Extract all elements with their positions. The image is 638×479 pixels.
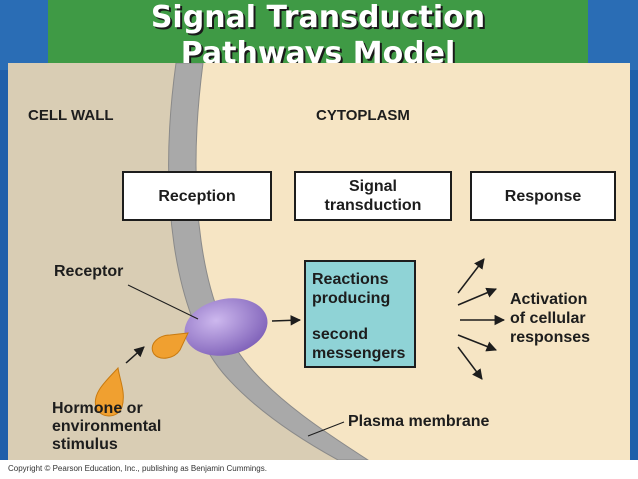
response-arrow-2 <box>457 287 497 306</box>
response-arrow-4 <box>457 334 497 352</box>
plasma-membrane-pointer <box>307 421 345 437</box>
signal-transduction-figure: CELL WALL CYTOPLASM Reception Signal tra… <box>8 63 630 460</box>
copyright-bar: Copyright © Pearson Education, Inc., pub… <box>0 460 638 479</box>
plasma-membrane-label: Plasma membrane <box>348 413 490 430</box>
activation-label-line2: of cellular <box>510 310 586 327</box>
slide-title-line-2: Pathways Model <box>180 36 456 66</box>
activation-label-line3: responses <box>510 329 591 346</box>
slide-title-line-1: Signal Transduction <box>150 0 486 35</box>
response-arrow-5 <box>457 346 483 380</box>
response-label: Response <box>504 187 582 205</box>
signal-transduction-box: Signal transduction <box>294 171 452 221</box>
reactions-text-line2: producing <box>312 290 391 307</box>
cell-wall-label: CELL WALL <box>28 107 114 124</box>
response-box: Response <box>470 171 616 221</box>
receptor-shape <box>184 298 268 356</box>
reception-label: Reception <box>158 187 236 205</box>
copyright-text: Copyright © Pearson Education, Inc., pub… <box>8 464 267 473</box>
slide-title-box: Signal Transduction Pathways Model <box>48 0 588 66</box>
reception-box: Reception <box>122 171 272 221</box>
receptor-label: Receptor <box>54 263 124 280</box>
hormone-arrow <box>125 346 145 364</box>
cytoplasm-label: CYTOPLASM <box>316 107 410 124</box>
hormone-label-line3: stimulus <box>52 436 118 453</box>
cell-wall-region <box>8 63 338 460</box>
bound-hormone-shape <box>151 332 189 359</box>
receptor-to-reactions-arrow <box>271 315 302 326</box>
figure-drawing <box>8 63 506 460</box>
reactions-text-line4: messengers <box>312 345 406 362</box>
receptor-pointer <box>127 284 199 320</box>
response-arrow-1 <box>457 258 485 294</box>
free-hormone-shape <box>94 366 124 417</box>
hormone-label-line2: environmental <box>52 418 162 435</box>
plasma-membrane <box>168 63 369 460</box>
hormone-label-line1: Hormone or <box>52 400 143 417</box>
reactions-text-line3: second <box>312 326 369 343</box>
reactions-text-line1: Reactions <box>312 271 389 288</box>
signal-transduction-label-line2: transduction <box>324 197 422 214</box>
activation-label-line1: Activation <box>510 291 588 308</box>
signal-transduction-label-line1: Signal <box>348 178 397 195</box>
reactions-box <box>304 260 416 368</box>
